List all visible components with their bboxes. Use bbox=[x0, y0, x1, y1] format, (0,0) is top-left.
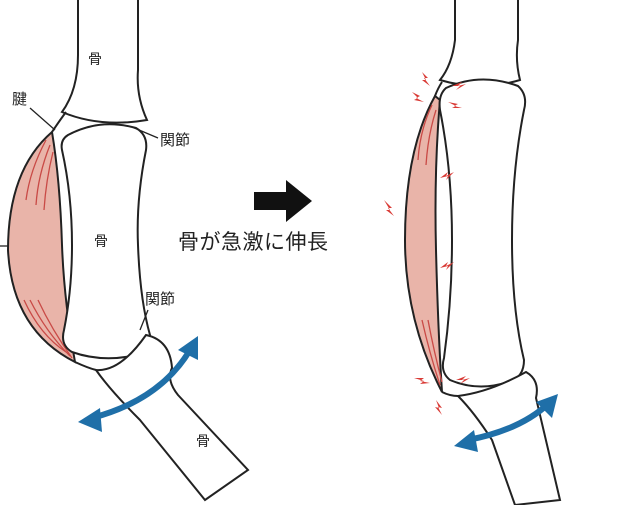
right-upper-bone bbox=[438, 0, 522, 87]
right-tendon-top bbox=[434, 81, 443, 97]
right-figure bbox=[384, 0, 562, 505]
right-rotation-arrow-curve bbox=[467, 401, 551, 443]
right-rotation-arrowhead-left bbox=[454, 430, 478, 452]
right-lower-bone bbox=[455, 370, 562, 505]
label-bone-middle: 骨 bbox=[94, 234, 108, 250]
strain-mark-icon bbox=[448, 102, 462, 108]
transition-arrow-icon bbox=[254, 180, 312, 222]
left-upper-bone bbox=[60, 0, 149, 124]
left-muscle bbox=[6, 130, 77, 364]
label-tendon: 腱 bbox=[12, 90, 27, 108]
tendon-leader-line bbox=[29, 107, 56, 131]
left-muscle-fibers bbox=[23, 139, 73, 359]
left-rotation-arrowhead-right bbox=[178, 336, 198, 360]
strain-mark-icon bbox=[414, 378, 430, 384]
strain-mark-icon bbox=[440, 262, 454, 270]
label-bone-top: 骨 bbox=[88, 52, 102, 68]
label-joint-upper: 関節 bbox=[160, 131, 190, 149]
strain-mark-icon bbox=[422, 72, 430, 86]
strain-mark-icon bbox=[452, 82, 466, 90]
left-tendon-top bbox=[51, 111, 67, 133]
left-rotation-arrowhead-left bbox=[78, 408, 102, 432]
left-figure: 骨 骨 骨 腱 関節 関節 bbox=[0, 0, 250, 502]
right-muscle-fibers bbox=[417, 104, 443, 386]
strain-mark-icon bbox=[384, 200, 394, 216]
caption-text: 骨が急激に伸長 bbox=[178, 230, 329, 254]
left-lower-bone bbox=[93, 333, 250, 502]
strain-marks bbox=[384, 72, 470, 415]
joint-lower-leader-line bbox=[139, 309, 149, 331]
right-tendon-bottom bbox=[441, 391, 459, 397]
right-muscle bbox=[403, 94, 443, 393]
label-joint-lower: 関節 bbox=[145, 290, 175, 308]
strain-mark-icon bbox=[412, 92, 424, 102]
right-rotation-arrowhead-right bbox=[536, 394, 558, 418]
label-bone-bottom: 骨 bbox=[196, 434, 210, 450]
strain-mark-icon bbox=[440, 172, 454, 180]
right-middle-bone bbox=[438, 78, 527, 388]
strain-mark-icon bbox=[456, 376, 470, 384]
left-rotation-arrow-curve bbox=[91, 348, 193, 421]
strain-mark-icon bbox=[435, 400, 442, 415]
joint-upper-leader-line bbox=[131, 126, 159, 139]
left-tendon-bottom bbox=[74, 361, 97, 371]
